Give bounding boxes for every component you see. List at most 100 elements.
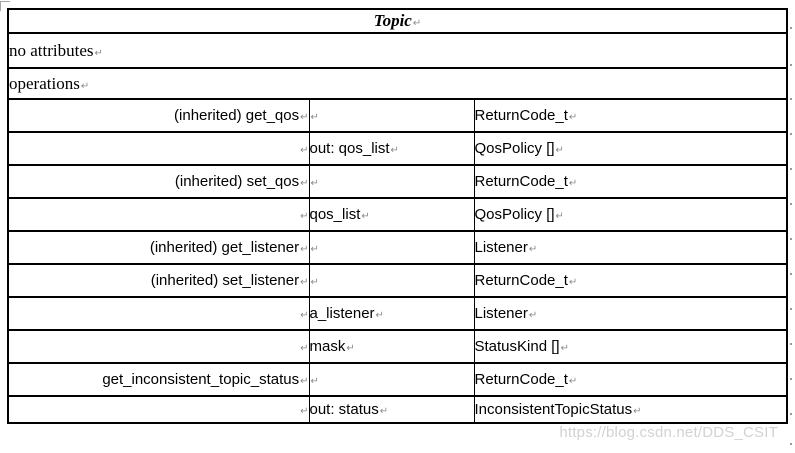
- paragraph-mark-icon: ↵: [310, 277, 319, 288]
- paragraph-mark-icon: ↵: [310, 112, 319, 123]
- paragraph-mark-icon: ↵: [633, 406, 642, 417]
- paragraph-mark-icon: ↵: [555, 211, 564, 222]
- operation-row: get_inconsistent_topic_status↵↵ReturnCod…: [7, 362, 788, 397]
- cell-text: ReturnCode_t: [474, 173, 568, 190]
- operations-header-row: operations↵: [7, 67, 788, 100]
- class-title-cell[interactable]: Topic↵: [7, 8, 788, 34]
- operations-header-cell[interactable]: operations↵: [7, 67, 788, 100]
- paragraph-mark-icon: ↵: [346, 343, 355, 354]
- operation-type-cell[interactable]: QosPolicy []↵: [473, 197, 788, 232]
- class-title: Topic: [373, 11, 412, 30]
- paragraph-mark-icon: ↵: [568, 277, 578, 288]
- row-end-mark-icon: [790, 203, 792, 205]
- attributes-row: no attributes↵: [7, 32, 788, 69]
- row-end-mark-icon: [790, 308, 792, 310]
- paragraph-mark-icon: ↵: [310, 376, 319, 387]
- row-end-mark-icon: [790, 413, 792, 415]
- operation-type-cell[interactable]: ReturnCode_t↵: [473, 164, 788, 199]
- operation-row: ↵a_listener↵Listener↵: [7, 296, 788, 331]
- paragraph-mark-icon: ↵: [300, 178, 309, 189]
- operation-param-cell[interactable]: ↵: [308, 164, 475, 199]
- paragraph-mark-icon: ↵: [560, 343, 569, 354]
- paragraph-mark-icon: ↵: [568, 376, 578, 387]
- cell-text: get_inconsistent_topic_status: [102, 371, 300, 388]
- paragraph-mark-icon: ↵: [94, 47, 103, 59]
- operation-row: (inherited) set_qos↵↵ReturnCode_t↵: [7, 164, 788, 199]
- paragraph-mark-icon: ↵: [375, 310, 384, 321]
- paragraph-mark-icon: ↵: [528, 310, 538, 321]
- operation-row: ↵out: status↵InconsistentTopicStatus↵: [7, 395, 788, 424]
- operation-param-cell[interactable]: ↵: [308, 263, 475, 298]
- operation-row: ↵qos_list↵QosPolicy []↵: [7, 197, 788, 232]
- operation-param-cell[interactable]: out: qos_list↵: [308, 131, 475, 166]
- cell-text: out: qos_list: [309, 140, 390, 157]
- operation-name-cell[interactable]: (inherited) set_listener↵: [7, 263, 310, 298]
- operation-name-cell[interactable]: ↵: [7, 197, 310, 232]
- cell-text: mask: [309, 338, 346, 355]
- operation-name-cell[interactable]: ↵: [7, 329, 310, 364]
- cell-text: ReturnCode_t: [474, 107, 568, 124]
- operation-type-cell[interactable]: ReturnCode_t↵: [473, 98, 788, 133]
- cell-text: StatusKind []: [474, 338, 560, 355]
- cell-text: ReturnCode_t: [474, 272, 568, 289]
- paragraph-mark-icon: ↵: [300, 343, 309, 354]
- operation-name-cell[interactable]: (inherited) set_qos↵: [7, 164, 310, 199]
- operation-type-cell[interactable]: Listener↵: [473, 296, 788, 331]
- paragraph-mark-icon: ↵: [568, 178, 578, 189]
- paragraph-mark-icon: ↵: [300, 406, 309, 417]
- row-end-mark-icon: [790, 443, 792, 445]
- operation-name-cell[interactable]: ↵: [7, 395, 310, 424]
- cell-text: QosPolicy []: [474, 140, 555, 157]
- operation-param-cell[interactable]: qos_list↵: [308, 197, 475, 232]
- row-end-mark-icon: [790, 238, 792, 240]
- operation-param-cell[interactable]: out: status↵: [308, 395, 475, 424]
- cell-text: (inherited) set_qos: [174, 173, 300, 190]
- cell-text: (inherited) get_listener: [149, 239, 300, 256]
- operation-param-cell[interactable]: mask↵: [308, 329, 475, 364]
- operation-type-cell[interactable]: StatusKind []↵: [473, 329, 788, 364]
- cell-text: InconsistentTopicStatus: [474, 401, 633, 418]
- operation-param-cell[interactable]: ↵: [308, 230, 475, 265]
- cell-text: (inherited) get_qos: [174, 107, 300, 124]
- title-row: Topic↵: [7, 8, 788, 34]
- paragraph-mark-icon: ↵: [300, 376, 309, 387]
- row-end-mark-icon: [790, 343, 792, 345]
- table-corner-mark-icon: [0, 1, 10, 11]
- operation-name-cell[interactable]: get_inconsistent_topic_status↵: [7, 362, 310, 397]
- operation-type-cell[interactable]: Listener↵: [473, 230, 788, 265]
- paragraph-mark-icon: ↵: [361, 211, 370, 222]
- paragraph-mark-icon: ↵: [300, 112, 309, 123]
- operation-name-cell[interactable]: ↵: [7, 131, 310, 166]
- operation-param-cell[interactable]: ↵: [308, 362, 475, 397]
- paragraph-mark-icon: ↵: [568, 112, 578, 123]
- operation-row: ↵out: qos_list↵QosPolicy []↵: [7, 131, 788, 166]
- paragraph-mark-icon: ↵: [310, 244, 319, 255]
- operation-type-cell[interactable]: QosPolicy []↵: [473, 131, 788, 166]
- paragraph-mark-icon: ↵: [80, 80, 90, 92]
- operation-name-cell[interactable]: ↵: [7, 296, 310, 331]
- operation-param-cell[interactable]: ↵: [308, 98, 475, 133]
- operation-type-cell[interactable]: InconsistentTopicStatus↵: [473, 395, 788, 424]
- row-end-mark-icon: [790, 98, 792, 100]
- operations-label: operations: [9, 73, 80, 93]
- attributes-label: no attributes: [9, 40, 94, 60]
- paragraph-mark-icon: ↵: [310, 178, 319, 189]
- row-end-mark-icon: [790, 273, 792, 275]
- row-end-mark-icon: [790, 64, 792, 66]
- operation-param-cell[interactable]: a_listener↵: [308, 296, 475, 331]
- attributes-cell[interactable]: no attributes↵: [7, 32, 788, 69]
- operation-type-cell[interactable]: ReturnCode_t↵: [473, 263, 788, 298]
- operation-name-cell[interactable]: (inherited) get_listener↵: [7, 230, 310, 265]
- row-end-mark-icon: [790, 168, 792, 170]
- operation-name-cell[interactable]: (inherited) get_qos↵: [7, 98, 310, 133]
- row-end-mark-icon: [790, 378, 792, 380]
- paragraph-mark-icon: ↵: [412, 18, 422, 29]
- cell-text: out: status: [309, 401, 379, 418]
- paragraph-mark-icon: ↵: [300, 310, 309, 321]
- operation-row: (inherited) get_listener↵↵ Listener↵: [7, 230, 788, 265]
- operation-type-cell[interactable]: ReturnCode_t↵: [473, 362, 788, 397]
- cell-text: a_listener: [309, 305, 375, 322]
- paragraph-mark-icon: ↵: [555, 145, 564, 156]
- topic-class-table: Topic↵ no attributes↵ operations↵ (inher…: [7, 8, 788, 424]
- operation-row: ↵mask↵StatusKind []↵: [7, 329, 788, 364]
